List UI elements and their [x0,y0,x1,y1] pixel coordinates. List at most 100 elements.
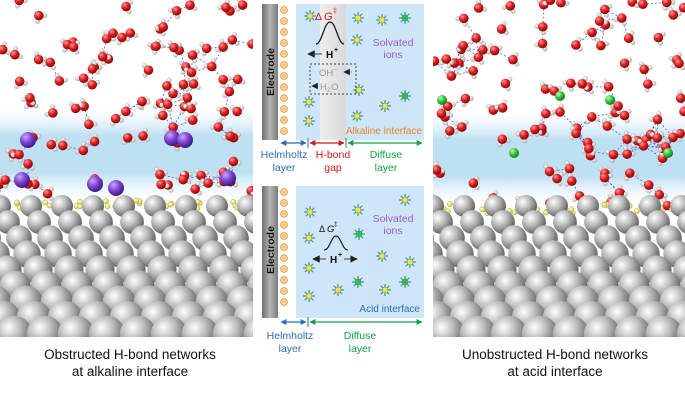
oxygen-atom [442,101,453,112]
hbond-gap-label-line2: gap [324,162,342,174]
oxygen-atom [42,188,53,199]
oxygen-atom [187,50,198,60]
adsorbed-h-atom [167,201,174,208]
solvated-ion-icon [351,110,363,122]
oxygen-atom [196,170,206,181]
hbond [211,66,224,80]
hbond-gap-label-line1: H-bond [316,149,351,161]
oxygen-atom [188,79,199,89]
oxygen-atom [586,112,597,122]
oxygen-atom [0,44,8,55]
oxygen-atom [171,5,182,16]
oxygen-atom [608,149,619,160]
hydronium-ion [605,95,615,105]
oxygen-atom [668,10,679,20]
oxygen-atom [674,58,684,69]
left-caption-line1: Obstructed H-bond networks [44,347,216,362]
solvated-ion-icon [332,284,344,296]
metal-atom [433,233,434,243]
hydrogen-atom [0,187,2,193]
metal-atom [244,210,253,234]
oxygen-atom [187,115,198,126]
oxygen-atom [45,57,56,68]
oxygen-atom [473,52,484,63]
hydronium-ion [509,148,519,158]
oxygen-atom [617,13,627,23]
oxygen-atom [182,93,193,103]
metal-electrode-atoms [433,195,685,337]
metal-atom [212,315,250,337]
right-caption-line1: Unobstructed H-bond networks [461,347,649,362]
adsorbed-h-atom [447,201,453,207]
oxygen-atom [138,131,148,141]
alkaline-interface-schematic: Electrode Δ G ‡ H + OH − H 2 O Solvated … [261,4,424,174]
oxygen-atom [203,178,213,188]
hydrogen-atom [254,46,259,51]
hbond [462,45,479,58]
hbond [460,37,477,50]
diffuse-label-line1: Diffuse [344,330,377,342]
oxygen-atom [168,122,178,132]
oxygen-atom [158,110,168,121]
hbond [102,38,107,57]
oxygen-atom [460,93,471,104]
solvated-ion-icon [303,232,315,244]
oxygen-atom [137,96,147,107]
potassium-ion [164,130,180,146]
potassium-ion [87,176,103,192]
oxygen-atom [110,113,121,124]
oxygen-atom [143,65,154,75]
oxygen-atom [237,0,248,10]
oxygen-atom [623,33,634,44]
oxygen-atom [678,2,685,13]
hydronium-ion [437,95,447,105]
oxygen-atom [577,78,587,89]
oxygen-atom [162,99,173,110]
electrode-bar [262,186,278,318]
water-o-label: O [331,82,338,93]
oxygen-atom [500,78,511,89]
interface-type-label: Acid interface [359,304,420,315]
solvated-ion-icon [376,14,388,26]
hydronium-ion [663,148,673,158]
oxygen-atom [668,132,678,143]
oxygen-atom [602,121,613,131]
oxygen-atom [584,143,594,154]
oxygen-atom [519,130,529,140]
oxygen-atom [23,159,33,169]
oxygen-atom [565,78,576,89]
energy-barrier: Δ G ‡ [315,8,345,45]
oxygen-atom [497,103,508,113]
left-panel-caption: Obstructed H-bond networks at alkaline i… [0,346,260,380]
potassium-ions [14,130,236,196]
solvated-ion-icon [304,10,316,22]
oxygen-atom [178,174,188,185]
acid-interface-simulation [433,0,685,337]
barrier-dagger: ‡ [334,221,338,228]
hbond [160,85,168,104]
oxygen-atom [218,42,228,52]
solvated-ions-label-line2: ions [383,225,402,237]
oxygen-atom [10,49,20,60]
oxygen-atom [622,149,632,159]
electrode-bar [262,4,278,140]
oxygen-atom [151,41,161,52]
adsorbed-h-column [280,188,288,306]
potassium-ion [14,172,30,188]
oh-charge: − [333,67,337,74]
oxygen-atom [679,106,685,117]
potassium-ion [220,170,236,186]
metal-atom [243,318,253,337]
solvated-ion-icon [399,90,411,102]
oxygen-atom [121,106,131,117]
oxygen-atom [225,131,236,141]
right-caption-line2: at acid interface [507,364,603,379]
diffuse-label-line2: layer [349,343,372,355]
oxygen-atom [571,128,581,139]
alkaline-interface-simulation [0,0,259,337]
oxygen-atom [497,134,508,145]
potassium-ion [177,132,193,148]
oxygen-atom [627,0,638,7]
oxygen-atom [185,0,195,11]
oxygen-atom [496,24,507,34]
